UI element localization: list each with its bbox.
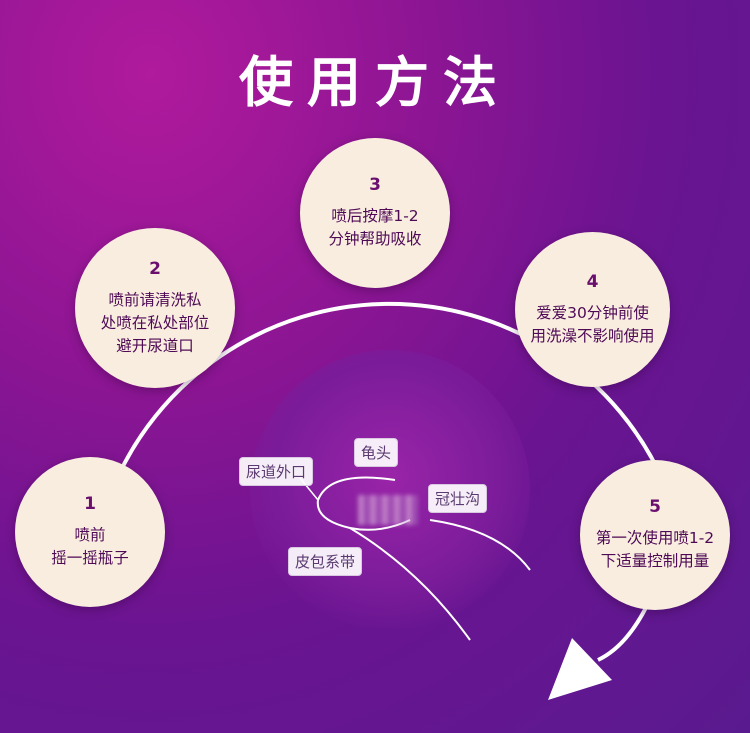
label-corona: 冠壮沟 [428, 484, 488, 513]
step-text-line: 喷前请清洗私 [108, 290, 202, 309]
step-4-circle: 4 爱爱30分钟前使 用洗澡不影响使用 [515, 232, 670, 387]
page-title: 使用方法 [239, 51, 511, 114]
step-number: 5 [649, 497, 661, 517]
step-text-line: 喷前 [74, 526, 106, 544]
step-text-line: 处喷在私处部位 [100, 313, 210, 332]
step-5-circle: 5 第一次使用喷1-2 下适量控制用量 [580, 460, 730, 610]
step-3-circle: 3 喷后按摩1-2 分钟帮助吸收 [300, 138, 450, 288]
step-1-circle: 1 喷前 摇一摇瓶子 [15, 457, 165, 607]
step-text-line: 爱爱30分钟前使 [536, 303, 649, 322]
label-frenulum: 皮包系带 [288, 547, 363, 576]
step-text-line: 避开尿道口 [116, 336, 194, 355]
step-text-line: 用洗澡不影响使用 [530, 326, 655, 345]
step-text-line: 下适量控制用量 [600, 552, 710, 570]
label-glans: 龟头 [354, 438, 399, 467]
step-number: 4 [586, 271, 599, 292]
step-text-line: 喷后按摩1-2 [331, 207, 419, 225]
step-2-circle: 2 喷前请清洗私 处喷在私处部位 避开尿道口 [75, 228, 235, 388]
step-text-line: 摇一摇瓶子 [51, 549, 129, 567]
arrow-head-icon [548, 638, 612, 700]
step-text-line: 第一次使用喷1-2 [595, 529, 715, 547]
step-number: 2 [149, 258, 161, 279]
step-number: 1 [84, 494, 96, 514]
step-text-line: 分钟帮助吸收 [328, 230, 422, 248]
step-number: 3 [369, 175, 381, 195]
blurred-region [358, 495, 418, 525]
label-urethra: 尿道外口 [239, 457, 314, 486]
